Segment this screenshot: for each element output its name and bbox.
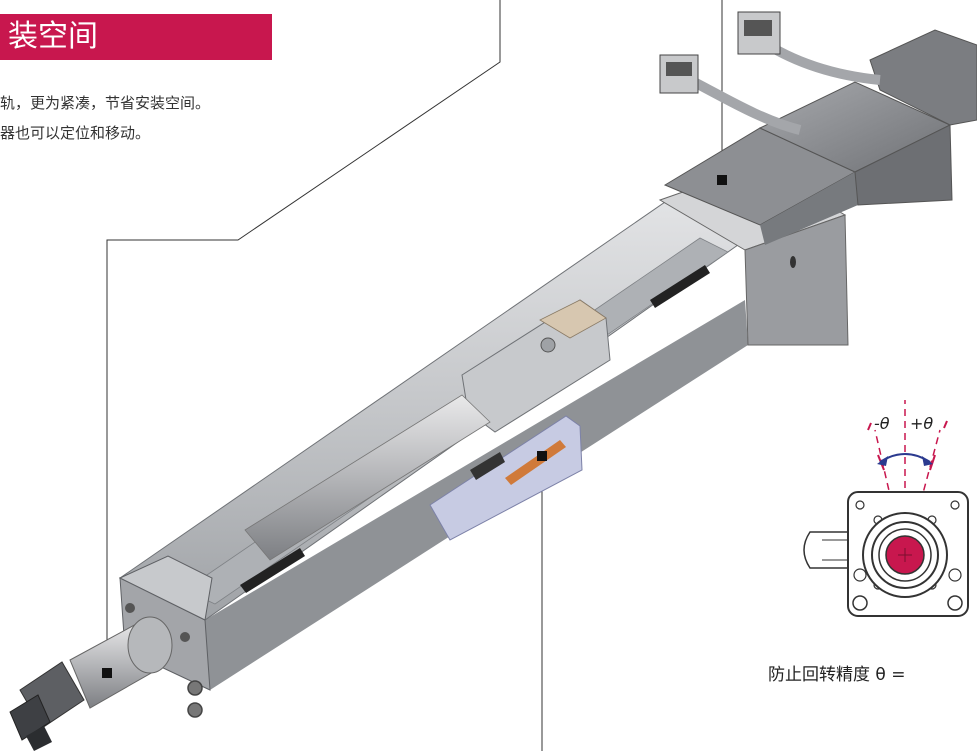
rotation-inset — [803, 400, 969, 617]
leader-line-rod — [106, 0, 501, 672]
description-line-1: 轨，更为紧凑，节省安装空间。 — [0, 94, 211, 112]
marker-motor — [717, 175, 727, 185]
section-description: 轨，更为紧凑，节省安装空间。 器也可以定位和移动。 — [0, 88, 210, 148]
marker-rod — [102, 668, 112, 678]
rotation-precision-caption: 防止回转精度 θ = — [768, 665, 906, 685]
marker-screw — [537, 451, 547, 461]
plus-theta-label: +θ — [910, 414, 934, 433]
callout-markers — [102, 175, 727, 678]
section-header: 装空间 — [0, 14, 272, 60]
actuator-body — [9, 11, 977, 751]
section-title: 装空间 — [8, 19, 98, 54]
minus-theta-label: -θ — [874, 414, 890, 433]
leader-lines — [106, 0, 723, 751]
description-line-2: 器也可以定位和移动。 — [0, 124, 151, 142]
